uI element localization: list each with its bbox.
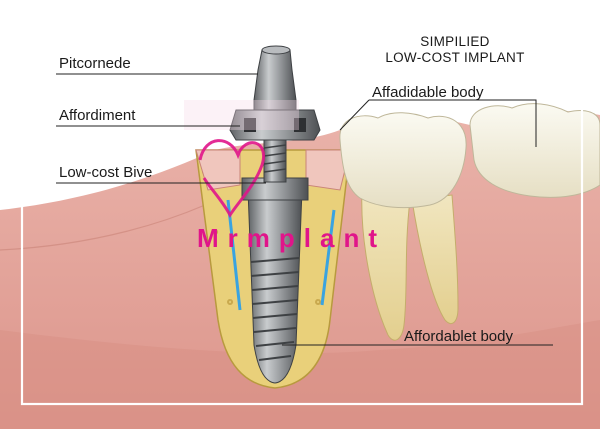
- abutment-post-top: [261, 45, 291, 55]
- label-affordiment: Affordiment: [59, 107, 136, 124]
- tooth-crown-1: [339, 112, 467, 209]
- abutment-ring-slot-left: [244, 118, 256, 132]
- nerve-left: [226, 199, 242, 311]
- watermark-text: Mrmplant: [197, 223, 386, 253]
- title-line-2: LOW-COST IMPLANT: [385, 50, 524, 65]
- label-affadidable-body: Affadidable body: [372, 84, 484, 101]
- abutment-ring: [229, 109, 321, 141]
- abutment-post: [253, 49, 297, 111]
- gum-edge-line: [0, 204, 206, 251]
- image-frame: [20, 26, 584, 406]
- label-low-cost-bive: Low-cost Bive: [59, 164, 152, 181]
- abutment-screw-threads: [263, 144, 287, 173]
- leader-affadidable-body-2: [339, 99, 370, 131]
- tooth-root-1b: [411, 194, 459, 324]
- tooth-root-1: [361, 189, 411, 341]
- gum-collar-right: [305, 149, 351, 191]
- label-affordablet-body: Affordablet body: [404, 328, 513, 345]
- label-pitcornede: Pitcornede: [59, 55, 131, 72]
- nerve-right: [320, 209, 336, 306]
- watermark-logo-icon: [198, 139, 266, 218]
- abutment-ring-slot-right: [294, 118, 306, 132]
- tooth-crown-2: [469, 103, 600, 198]
- implant-threads: [250, 257, 300, 361]
- title-line-1: SIMPILIED: [420, 34, 489, 49]
- leader-affadidable-body: [369, 99, 537, 147]
- implant-fixture: [247, 189, 303, 384]
- watermark-bg: [184, 100, 299, 130]
